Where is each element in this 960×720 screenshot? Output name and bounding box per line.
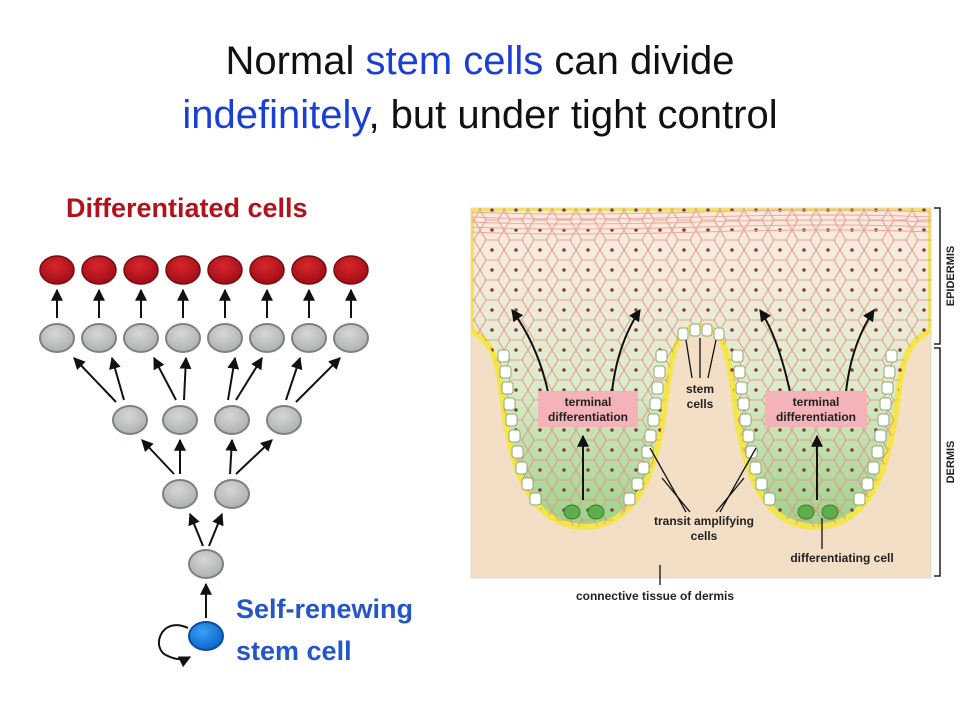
connective-tissue-label: connective tissue of dermis bbox=[576, 589, 734, 603]
division-arrows-2 bbox=[141, 438, 273, 475]
title-highlight-stem-cells: stem cells bbox=[365, 39, 544, 83]
stem-cell-crest bbox=[677, 323, 725, 341]
terminal-label-left-2: differentiation bbox=[548, 410, 628, 424]
transit-amplifying-leaders bbox=[649, 447, 757, 513]
title-text-1: Normal bbox=[225, 39, 366, 83]
stem-cell bbox=[188, 621, 224, 651]
progenitor-cell bbox=[207, 323, 243, 353]
differentiated-cell bbox=[123, 255, 159, 285]
progenitor-cell bbox=[214, 479, 250, 509]
differentiated-cell bbox=[81, 255, 117, 285]
differentiated-cell bbox=[207, 255, 243, 285]
progenitor-cell bbox=[165, 323, 201, 353]
title-line-1: Normal stem cells can divide bbox=[0, 38, 960, 84]
progenitor-cell bbox=[214, 405, 250, 435]
skin-frame bbox=[470, 207, 932, 579]
basal-layer-left bbox=[497, 349, 668, 506]
stem-cells-label-2: cells bbox=[687, 397, 714, 411]
progenitor-row-3 bbox=[162, 479, 250, 509]
progenitor-row-1 bbox=[39, 323, 369, 353]
layer-brackets bbox=[934, 207, 941, 577]
terminal-label-left-1: terminal bbox=[565, 395, 612, 409]
terminal-differentiation-box-right bbox=[765, 391, 867, 427]
differentiating-cell-label: differentiating cell bbox=[790, 551, 893, 565]
transit-label-2: cells bbox=[691, 529, 718, 543]
progenitor-cell bbox=[112, 405, 148, 435]
differentiation-arrows-right bbox=[759, 309, 875, 500]
differentiated-cells-label: Differentiated cells bbox=[66, 193, 308, 223]
terminal-label-right-2: differentiation bbox=[776, 410, 856, 424]
stem-cells-label-1: stem bbox=[686, 382, 714, 396]
progenitor-cell bbox=[249, 323, 285, 353]
progenitor-cell bbox=[162, 479, 198, 509]
transit-label-1: transit amplifying bbox=[654, 514, 754, 528]
differentiated-cell bbox=[291, 255, 327, 285]
progenitor-row-2 bbox=[112, 405, 302, 435]
maturation-arrows bbox=[51, 288, 357, 318]
progenitor-cell bbox=[188, 549, 224, 579]
progenitor-cell bbox=[39, 323, 75, 353]
progenitor-cell bbox=[123, 323, 159, 353]
title-highlight-indefinitely: indefinitely bbox=[182, 93, 369, 137]
differentiated-cell-row bbox=[39, 255, 369, 285]
progenitor-cell bbox=[81, 323, 117, 353]
basal-layer-right bbox=[731, 349, 898, 506]
differentiated-cell bbox=[249, 255, 285, 285]
progenitor-cell bbox=[333, 323, 369, 353]
differentiated-cell bbox=[39, 255, 75, 285]
stratum-corneum bbox=[471, 209, 931, 235]
progenitor-cell bbox=[291, 323, 327, 353]
title-text-3: , but under tight control bbox=[368, 93, 778, 137]
differentiation-arrows-left bbox=[511, 309, 641, 500]
differentiated-cell bbox=[165, 255, 201, 285]
terminal-label-right-1: terminal bbox=[793, 395, 840, 409]
terminal-differentiation-box-left bbox=[538, 391, 638, 427]
epidermis-label: EPIDERMIS bbox=[945, 246, 957, 307]
self-renewal-loop-arrow bbox=[158, 624, 192, 668]
division-arrows-1 bbox=[188, 512, 224, 547]
differentiating-cells bbox=[563, 504, 839, 520]
stem-cell-label: stem cell bbox=[236, 636, 352, 666]
progenitor-cell bbox=[266, 405, 302, 435]
dermis-label: DERMIS bbox=[945, 441, 957, 484]
division-arrows-3 bbox=[73, 356, 341, 403]
progenitor-cell bbox=[162, 405, 198, 435]
differentiated-cell bbox=[333, 255, 369, 285]
self-renewing-label: Self-renewing bbox=[236, 594, 414, 624]
stem-cells-leaders bbox=[685, 338, 717, 379]
title-text-2: can divide bbox=[543, 39, 735, 83]
title-line-2: indefinitely, but under tight control bbox=[0, 92, 960, 138]
